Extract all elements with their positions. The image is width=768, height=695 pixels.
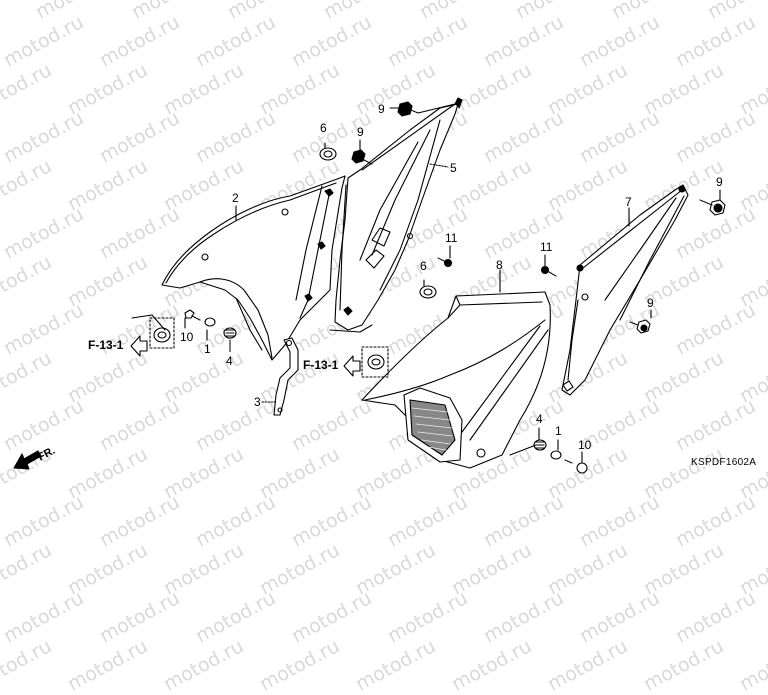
part-8-side-cover xyxy=(361,269,551,469)
grommet-6a xyxy=(319,142,337,161)
front-direction-arrow xyxy=(13,450,42,470)
part-callout-8: 8 xyxy=(496,258,503,272)
part-callout-4: 4 xyxy=(536,412,543,426)
screw-9d xyxy=(629,309,652,334)
watermark-text: motod.ru xyxy=(480,587,568,648)
part-callout-9: 9 xyxy=(716,175,723,189)
ref-arrow-right xyxy=(343,355,361,377)
watermark-text: motod.ru xyxy=(96,587,184,648)
screw-11b xyxy=(540,254,557,277)
watermark-text: motod.ru xyxy=(448,635,536,695)
watermark-text: motod.ru xyxy=(0,587,88,648)
part-3-bracket xyxy=(261,337,299,416)
watermark-text: motod.ru xyxy=(192,587,280,648)
watermark-text: motod.ru xyxy=(576,587,664,648)
part-callout-1: 1 xyxy=(204,342,211,356)
part-callout-2: 2 xyxy=(232,191,239,205)
part-callout-10: 10 xyxy=(578,438,592,452)
diagram-code: KSPDF1602A xyxy=(691,457,757,468)
part-callout-10: 10 xyxy=(180,330,194,344)
watermark-text: motod.ru xyxy=(256,635,344,695)
line-art xyxy=(13,97,726,474)
watermark-text: motod.ru xyxy=(160,635,248,695)
part-callout-6: 6 xyxy=(420,259,427,273)
fastener-set-left xyxy=(131,309,237,353)
screw-9c xyxy=(699,189,726,216)
fastener-set-right xyxy=(509,427,588,474)
reference-label-left: F-13-1 xyxy=(88,338,124,352)
reference-label-right: F-13-1 xyxy=(303,358,339,372)
part-callout-3: 3 xyxy=(254,395,261,409)
part-callout-11: 11 xyxy=(445,231,458,245)
part-5-inner-panel xyxy=(329,97,463,333)
part-2-front-cover xyxy=(161,175,346,361)
screw-9a xyxy=(389,101,456,117)
part-callout-9: 9 xyxy=(378,102,385,116)
rubber-mount-right xyxy=(361,346,389,378)
watermark-text: motod.ru xyxy=(0,635,56,695)
part-callout-7: 7 xyxy=(625,195,632,209)
watermark-text: motod.ru xyxy=(640,635,728,695)
part-callout-9: 9 xyxy=(357,125,364,139)
grommet-6b xyxy=(419,279,437,299)
watermark-text: motod.ru xyxy=(544,635,632,695)
screw-11a xyxy=(437,245,453,268)
part-7-rear-panel xyxy=(561,184,689,396)
part-callout-6: 6 xyxy=(320,121,327,135)
watermark-text: motod.ru xyxy=(672,587,760,648)
part-callout-4: 4 xyxy=(226,354,233,368)
part-callout-11: 11 xyxy=(540,240,553,254)
part-callout-9: 9 xyxy=(647,296,654,310)
watermark-text: motod.ru xyxy=(736,635,768,695)
watermark-text: motod.ru xyxy=(352,635,440,695)
part-callout-5: 5 xyxy=(450,161,457,175)
watermark-text: motod.ru xyxy=(288,587,376,648)
watermark-text: motod.ru xyxy=(64,635,152,695)
part-callout-1: 1 xyxy=(555,424,562,438)
watermark-text: motod.ru xyxy=(384,587,472,648)
ref-arrow-left xyxy=(130,335,148,357)
screw-9b xyxy=(351,139,373,165)
